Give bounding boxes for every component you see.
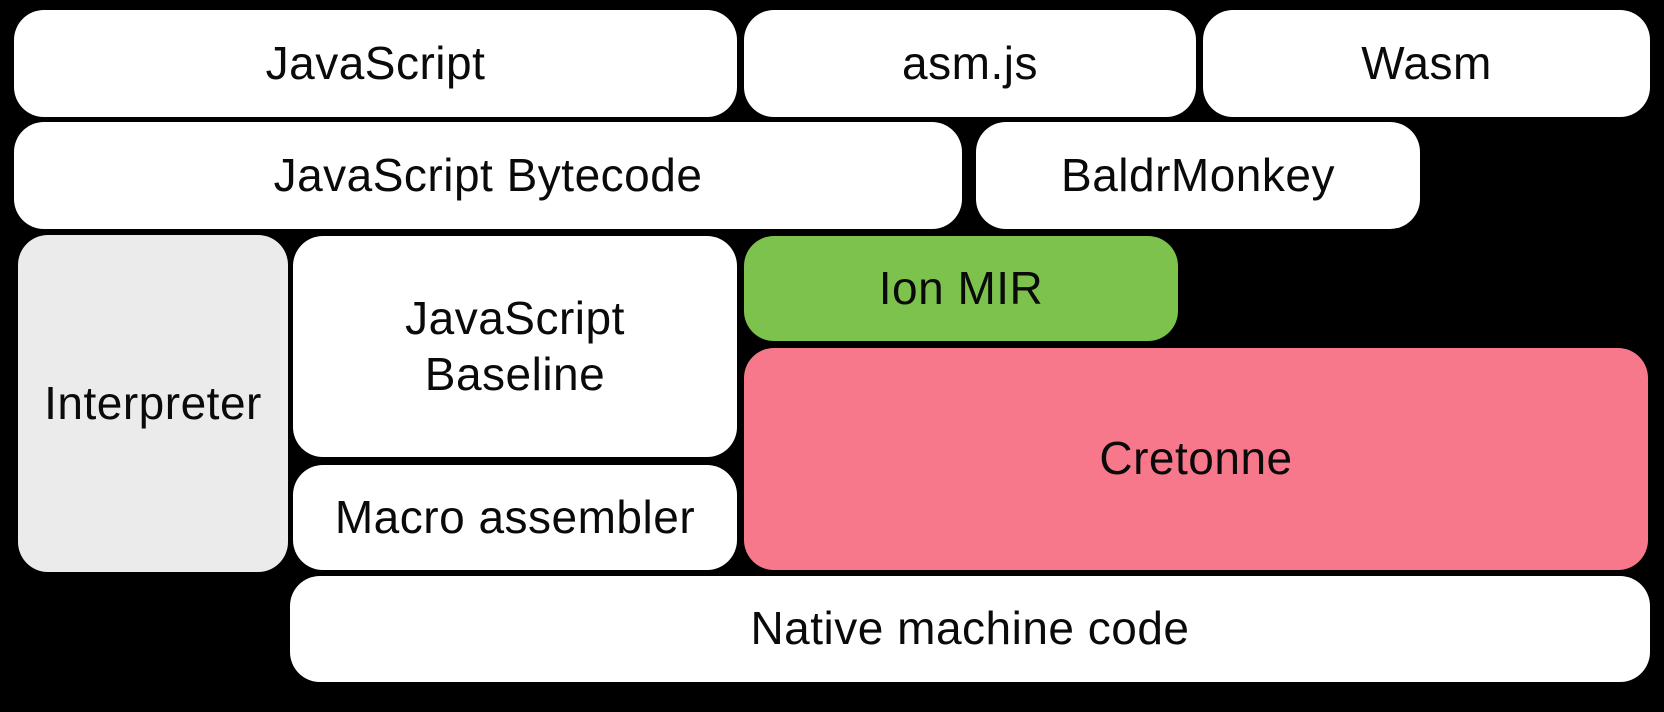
box-ion-mir: Ion MIR bbox=[744, 236, 1178, 341]
box-asm-js: asm.js bbox=[744, 10, 1196, 117]
box-label-baldrmonkey: BaldrMonkey bbox=[1061, 148, 1335, 201]
box-label-macro-assembler: Macro assembler bbox=[334, 490, 696, 543]
box-javascript-baseline: JavaScript Baseline bbox=[293, 236, 737, 457]
box-label-interpreter: Interpreter bbox=[44, 376, 262, 429]
box-label-cretonne: Cretonne bbox=[1099, 432, 1293, 485]
box-wasm: Wasm bbox=[1203, 10, 1650, 117]
box-interpreter: Interpreter bbox=[18, 235, 288, 572]
box-label-javascript-bytecode: JavaScript Bytecode bbox=[273, 148, 703, 201]
box-native-machine-code: Native machine code bbox=[290, 576, 1650, 682]
box-label-ion-mir: Ion MIR bbox=[878, 261, 1044, 314]
box-label-wasm: Wasm bbox=[1361, 36, 1492, 89]
box-javascript-bytecode: JavaScript Bytecode bbox=[14, 122, 962, 229]
box-cretonne: Cretonne bbox=[744, 348, 1648, 570]
box-label-asm-js: asm.js bbox=[902, 36, 1038, 89]
box-javascript: JavaScript bbox=[14, 10, 737, 117]
box-label-native-machine-code: Native machine code bbox=[750, 602, 1190, 655]
box-label-javascript-baseline: JavaScript Baseline bbox=[405, 292, 625, 400]
box-baldrmonkey: BaldrMonkey bbox=[976, 122, 1420, 229]
box-macro-assembler: Macro assembler bbox=[293, 465, 737, 570]
box-label-javascript: JavaScript bbox=[265, 36, 486, 89]
